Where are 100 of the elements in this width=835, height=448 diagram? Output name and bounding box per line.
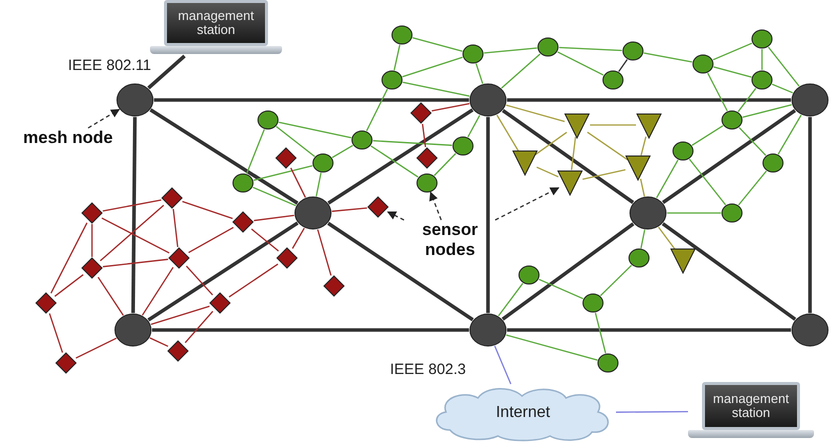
link-line [394, 44, 400, 70]
edge-label: IEEE 802.3 [390, 361, 466, 378]
link-line [656, 160, 679, 198]
link-line [327, 222, 474, 322]
link-line [147, 222, 299, 322]
link-line [131, 116, 137, 314]
link-line [640, 178, 646, 196]
link-line [498, 282, 524, 316]
link-line [658, 226, 676, 250]
leader-line [429, 192, 442, 220]
link-line [184, 310, 214, 344]
sensor-node [670, 248, 696, 274]
sensor-node [722, 204, 742, 222]
link-line [254, 214, 294, 222]
link-line [102, 218, 170, 254]
sensor-node [168, 247, 190, 269]
link-line [50, 222, 88, 294]
sensor-node [232, 174, 254, 192]
mesh-node [792, 314, 828, 346]
sensor-node [276, 247, 298, 269]
sensor-node [232, 211, 254, 233]
link-line [332, 207, 368, 212]
link-line [484, 47, 538, 54]
link-line [317, 229, 332, 276]
link-line [228, 264, 278, 298]
link-line [327, 108, 474, 205]
mesh-node [470, 314, 506, 346]
link-line [290, 168, 306, 198]
link-line [434, 153, 456, 176]
sensor-node [55, 352, 77, 374]
sensor-node [582, 294, 604, 312]
sensor-node [392, 26, 412, 44]
sensor-node [628, 248, 650, 268]
link-line [618, 59, 628, 72]
link-line [278, 122, 352, 138]
sensor-node [625, 156, 651, 182]
link-line [186, 266, 214, 296]
sensor-node [518, 266, 540, 284]
mesh-node [114, 314, 152, 346]
sensor-node [762, 154, 784, 172]
link-line [91, 224, 93, 257]
link-line [292, 228, 305, 249]
link-line [507, 98, 791, 102]
link-line [48, 313, 64, 353]
link-line [738, 127, 766, 156]
mesh-node [116, 84, 154, 116]
link-line [742, 104, 792, 118]
link-line [147, 54, 186, 90]
link-line [142, 266, 174, 316]
link-line [761, 49, 763, 70]
sensor-node [161, 187, 183, 209]
leader-line [387, 211, 404, 221]
link-line [252, 186, 296, 206]
sensor-node [410, 102, 432, 124]
link-line [501, 54, 541, 89]
link-line [768, 46, 800, 86]
callout-label: mesh node [8, 128, 128, 152]
sensor-node [564, 114, 590, 140]
sensor-node [752, 70, 772, 90]
laptop-drawing [688, 382, 814, 440]
link-line [372, 140, 452, 146]
link-line [102, 199, 162, 212]
link-line [570, 136, 576, 170]
link-line [54, 274, 84, 297]
sensor-node [81, 202, 103, 224]
link-line [692, 125, 724, 146]
sensor-node [323, 275, 345, 297]
link-line [150, 108, 298, 205]
mesh-node [470, 84, 506, 116]
leader-line [494, 187, 560, 221]
link-line [644, 52, 692, 63]
link-line [316, 172, 322, 196]
sensor-node [602, 70, 624, 90]
edge-label: IEEE 802.11 [68, 57, 152, 74]
station-label: management station [712, 392, 790, 420]
sensor-node [752, 30, 772, 48]
link-line [778, 114, 802, 155]
link-line [100, 204, 164, 262]
link-line [590, 124, 636, 126]
sensor-node [382, 70, 402, 90]
link-line [494, 346, 512, 384]
sensor-node [416, 174, 438, 192]
link-line [412, 37, 463, 52]
sensor-node [622, 42, 644, 60]
sensor-node [81, 257, 103, 279]
mesh-node [792, 84, 828, 116]
sensor-node [538, 38, 558, 56]
link-line [276, 126, 316, 158]
sensor-node [452, 136, 474, 156]
link-line [475, 63, 484, 84]
link-line [640, 230, 646, 248]
link-line [600, 264, 632, 296]
link-line [507, 328, 791, 332]
link-line [402, 56, 463, 78]
link-line [772, 84, 794, 94]
link-line [366, 88, 388, 132]
sensor-node [598, 354, 618, 372]
link-line [738, 88, 756, 112]
link-line [536, 166, 559, 178]
link-line [182, 200, 233, 220]
